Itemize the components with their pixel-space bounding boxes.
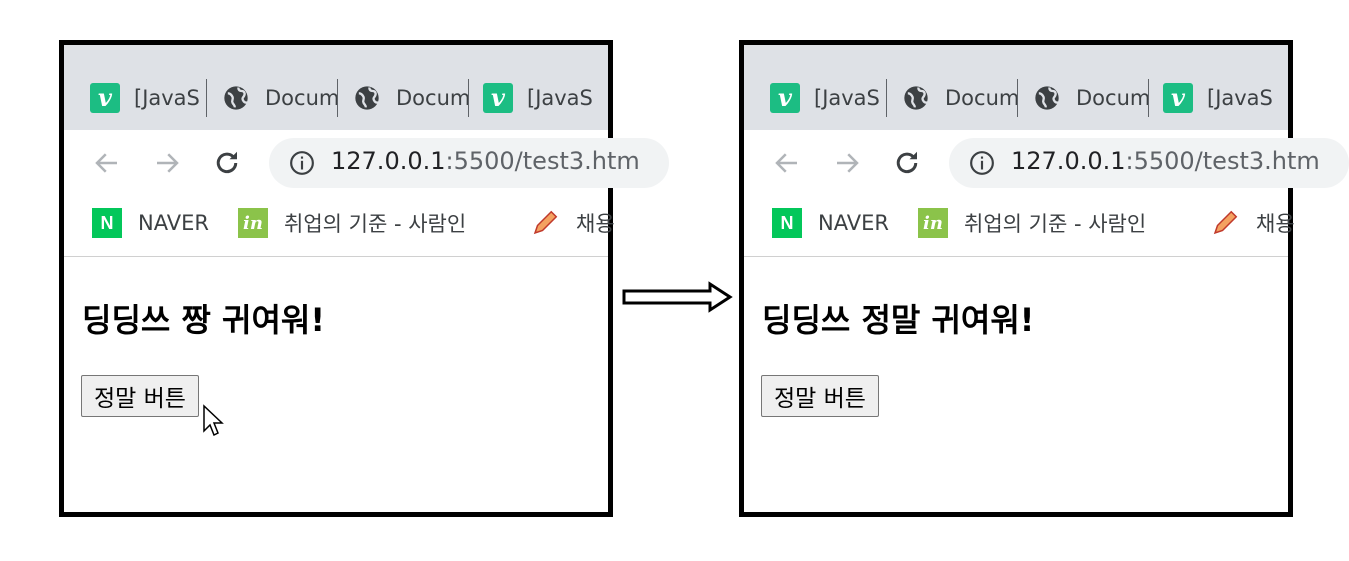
tab-label: Docum [396,86,471,110]
bookmark-saramin[interactable]: in 취업의 기준 - 사람인 [238,208,466,238]
reload-icon[interactable] [892,148,922,178]
saramin-icon: in [238,208,268,238]
really-button[interactable]: 정말 버튼 [81,375,199,417]
browser-window-after: v [JavaS Docum Docum v [JavaS [739,40,1349,517]
info-icon[interactable] [289,150,315,176]
globe-icon [352,83,382,113]
naver-icon: N [92,208,122,238]
tab-label: [JavaS [527,86,593,110]
page-headline: 딩딩쓰 정말 귀여워! [762,301,1035,339]
naver-icon: N [772,208,802,238]
url-text: 127.0.0.1:5500/test3.htm [1011,147,1320,175]
tab-label: [JavaS [1207,86,1273,110]
globe-icon [221,83,251,113]
tab-label: [JavaS [814,86,880,110]
address-bar[interactable]: 127.0.0.1:5500/test3.htm [269,138,669,188]
info-icon[interactable] [969,150,995,176]
page-content: 딩딩쓰 정말 귀여워! 정말 버튼 [744,257,1288,512]
globe-icon [901,83,931,113]
tab-label: Docum [265,86,340,110]
tab-4[interactable]: v [JavaS [483,78,593,118]
reload-icon[interactable] [212,148,242,178]
tab-label: Docum [945,86,1020,110]
tab-strip: v [JavaS Docum Docum v [JavaS [744,45,1288,130]
tab-2[interactable]: Docum [221,78,352,118]
v-logo-icon: v [770,83,800,113]
tab-4[interactable]: v [JavaS [1163,78,1273,118]
v-logo-icon: v [90,83,120,113]
pencil-icon [1213,210,1238,235]
page-content: 딩딩쓰 짱 귀여워! 정말 버튼 [64,257,608,512]
v-logo-icon: v [483,83,513,113]
globe-icon [1032,83,1062,113]
tab-2[interactable]: Docum [901,78,1032,118]
tab-label: Docum [1076,86,1151,110]
transition-arrow-icon [622,281,733,313]
tab-strip: v [JavaS Docum Docum v [JavaS [64,45,608,130]
really-button[interactable]: 정말 버튼 [761,375,879,417]
url-text: 127.0.0.1:5500/test3.htm [331,147,640,175]
pencil-icon [533,210,558,235]
browser-window-before: v [JavaS Docum Docum v [JavaS [59,40,669,517]
bookmark-naver[interactable]: N NAVER [772,208,889,238]
back-arrow-icon[interactable] [92,148,122,178]
tab-3[interactable]: Docum [352,78,483,118]
bookmark-naver[interactable]: N NAVER [92,208,209,238]
bookmark-recruit[interactable]: 채용 [1210,208,1295,238]
bookmarks-bar: N NAVER in 취업의 기준 - 사람인 채용 [744,194,1295,257]
saramin-icon: in [918,208,948,238]
forward-arrow-icon[interactable] [152,148,182,178]
v-logo-icon: v [1163,83,1193,113]
bookmarks-bar: N NAVER in 취업의 기준 - 사람인 채용 [64,194,615,257]
back-arrow-icon[interactable] [772,148,802,178]
tab-label: [JavaS [134,86,200,110]
toolbar: 127.0.0.1:5500/test3.htm [64,130,669,194]
address-bar[interactable]: 127.0.0.1:5500/test3.htm [949,138,1349,188]
tab-3[interactable]: Docum [1032,78,1163,118]
bookmark-recruit[interactable]: 채용 [530,208,615,238]
mouse-cursor-icon [203,404,224,437]
page-headline: 딩딩쓰 짱 귀여워! [82,301,325,339]
tab-1[interactable]: v [JavaS [90,78,221,118]
toolbar: 127.0.0.1:5500/test3.htm [744,130,1349,194]
tab-1[interactable]: v [JavaS [770,78,901,118]
bookmark-saramin[interactable]: in 취업의 기준 - 사람인 [918,208,1146,238]
forward-arrow-icon[interactable] [832,148,862,178]
